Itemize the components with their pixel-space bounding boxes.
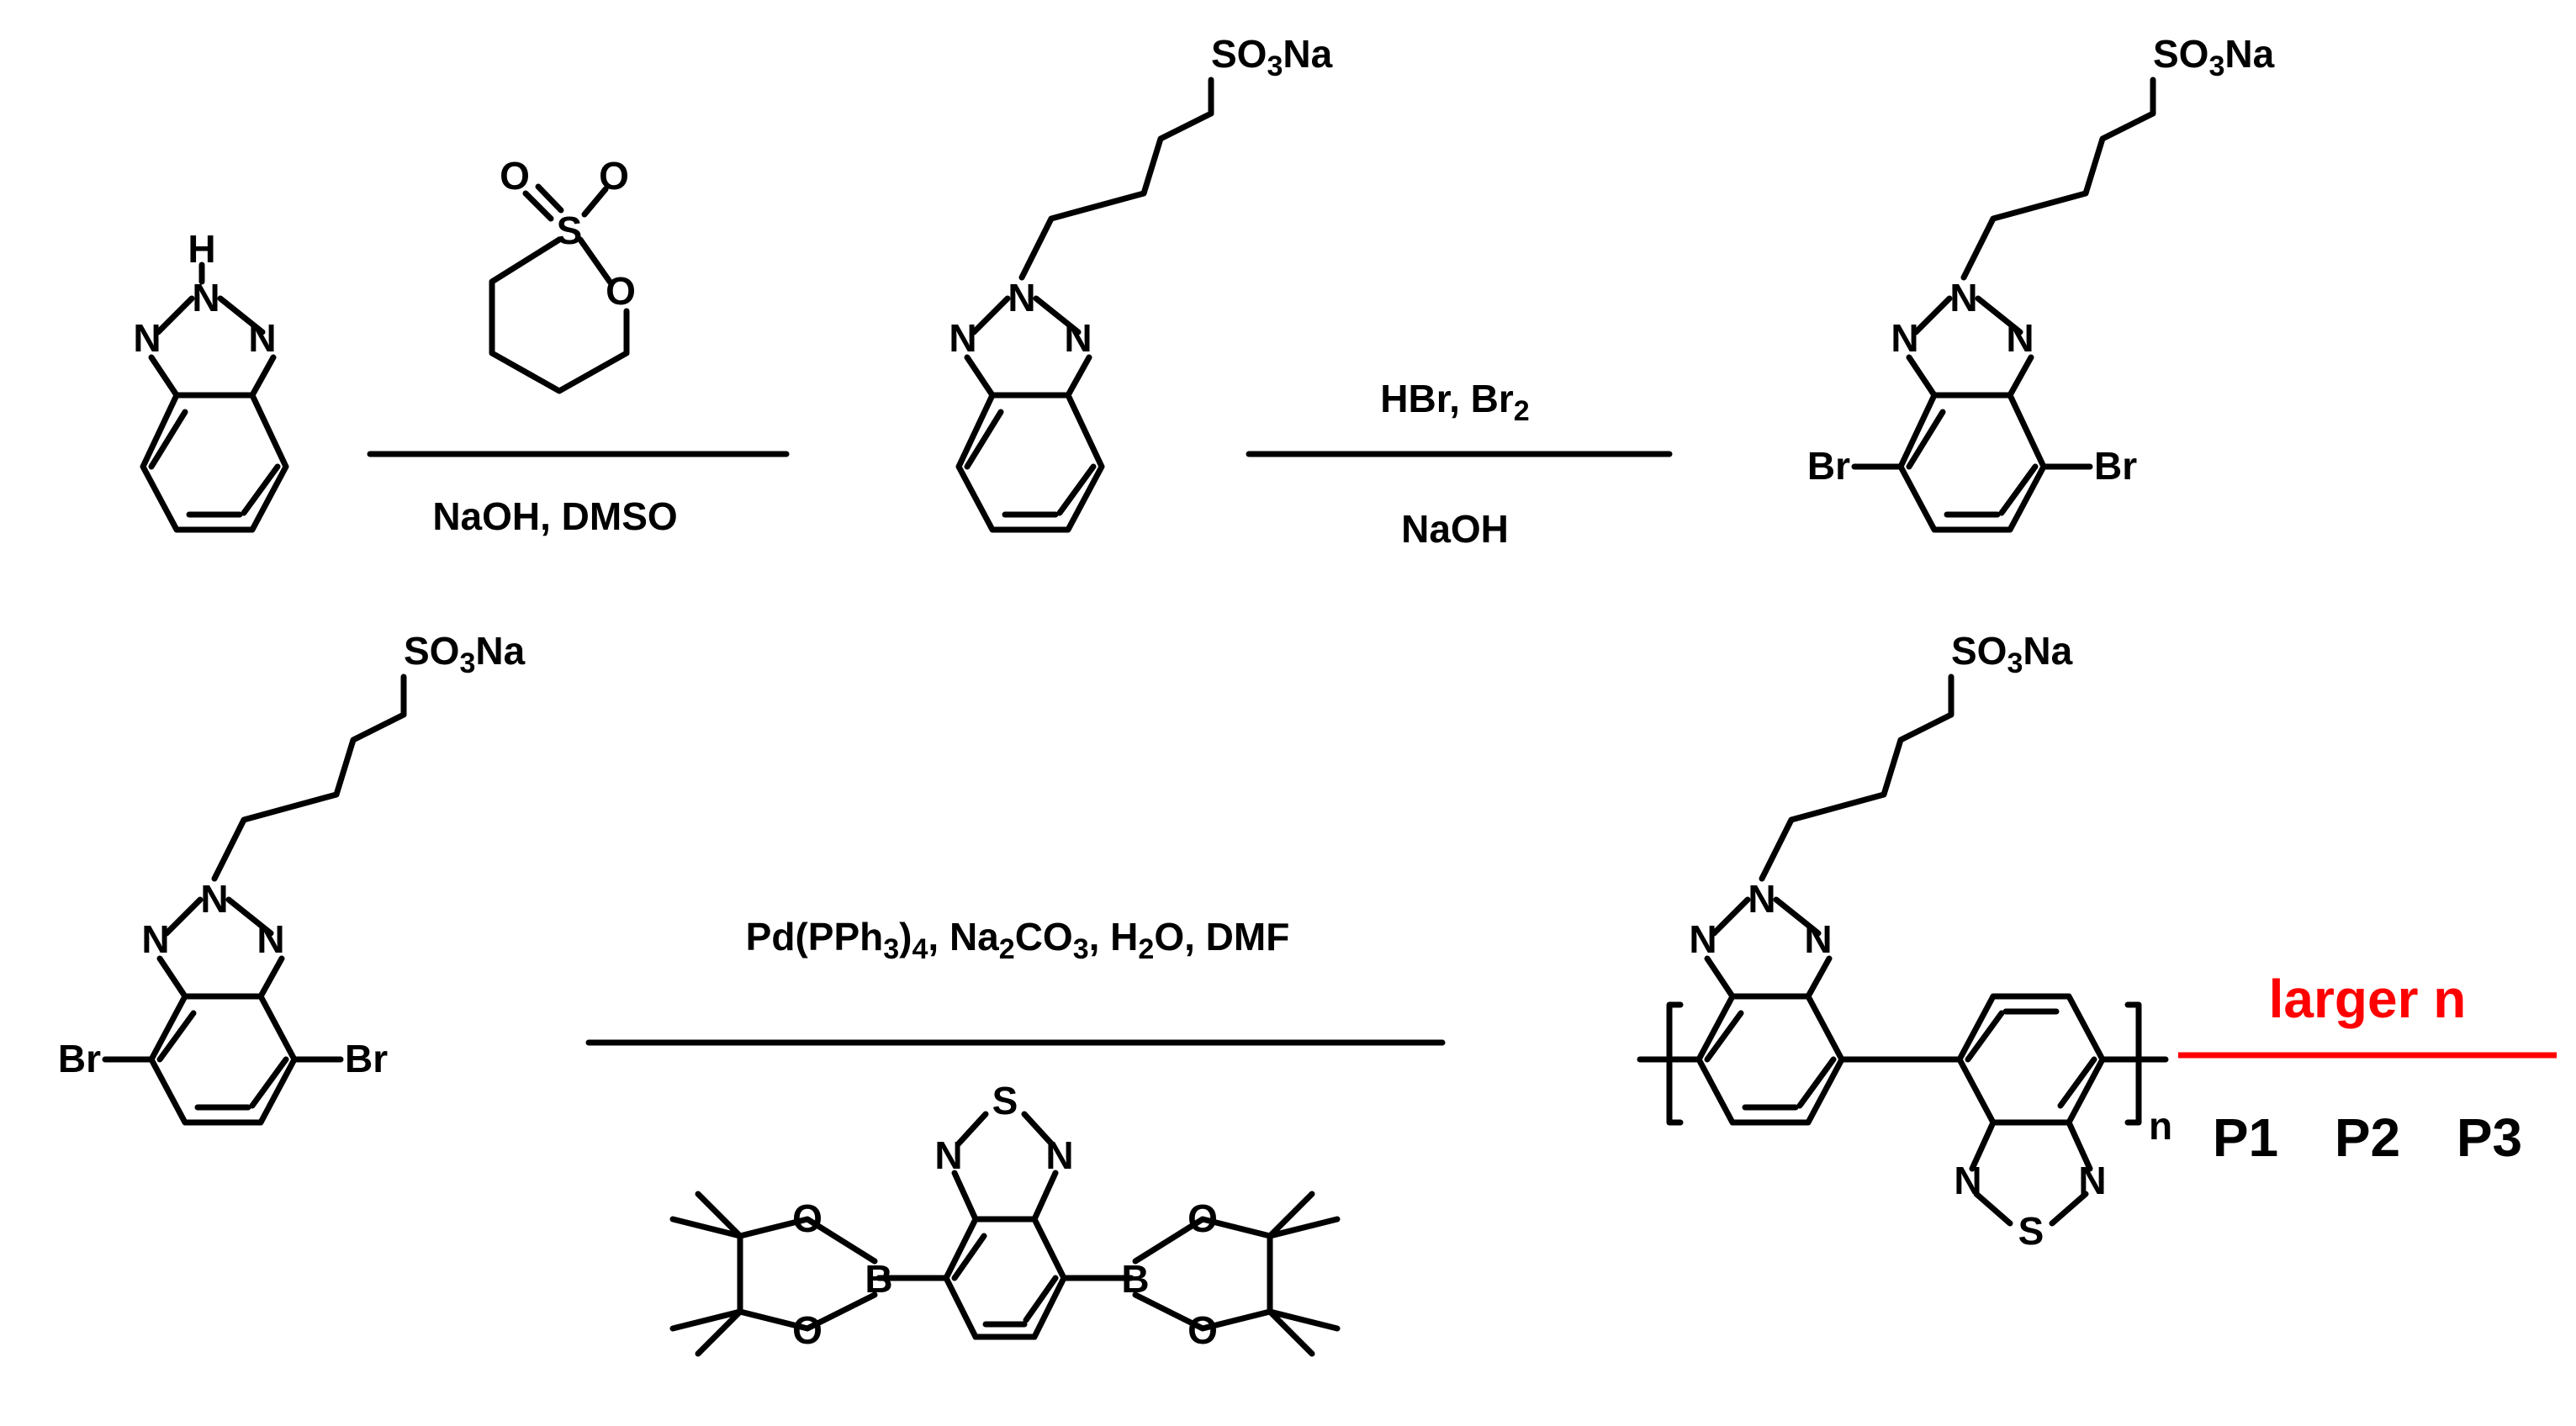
polymer-structure: N N N N N S n SO3Na xyxy=(1637,629,2172,1253)
sulfonate-group: SO3Na xyxy=(2153,32,2275,82)
atom-o: O xyxy=(599,154,629,198)
atom-n: N xyxy=(1949,276,1977,320)
step1-conditions: NaOH, DMSO xyxy=(432,494,677,538)
dibromo-monomer-structure-bottom: N N N Br Br SO3Na xyxy=(58,629,526,1126)
atom-n: N xyxy=(200,877,228,921)
dibromo-monomer-structure-top: N N N Br Br SO3Na xyxy=(1807,32,2275,533)
atom-n: N xyxy=(1954,1159,1981,1202)
atom-n: N xyxy=(1748,877,1775,921)
atom-br: Br xyxy=(2094,444,2137,488)
atom-n: N xyxy=(2078,1159,2106,1202)
atom-h: H xyxy=(188,227,215,271)
atom-s: S xyxy=(557,209,583,252)
butane-sultone-structure: S O O O xyxy=(489,154,636,394)
atom-n: N xyxy=(1064,316,1092,360)
atom-n: N xyxy=(192,276,220,320)
atom-n: N xyxy=(1689,917,1716,961)
product-p2: P2 xyxy=(2335,1107,2400,1168)
step2-conditions-bottom: NaOH xyxy=(1401,507,1509,551)
step3-conditions: Pd(PPh3)4, Na2CO3, H2O, DMF xyxy=(746,915,1290,965)
atom-s: S xyxy=(2018,1209,2044,1253)
atom-o: O xyxy=(606,269,636,313)
atom-b: B xyxy=(1121,1257,1149,1301)
atom-n: N xyxy=(248,316,276,360)
atom-n: N xyxy=(1804,917,1832,961)
atom-n: N xyxy=(934,1133,962,1177)
atom-o: O xyxy=(1187,1196,1218,1240)
repeat-subscript-n: n xyxy=(2149,1104,2172,1148)
product-p3: P3 xyxy=(2457,1107,2522,1168)
atom-n: N xyxy=(141,917,169,961)
atom-n: N xyxy=(1045,1133,1073,1177)
larger-n-label: larger n xyxy=(2269,969,2467,1029)
atom-o: O xyxy=(792,1308,823,1352)
atom-br: Br xyxy=(345,1037,388,1080)
product-p1: P1 xyxy=(2213,1107,2278,1168)
sulfobutyl-benzotriazole-structure: N N N SO3Na xyxy=(949,32,1333,533)
atom-br: Br xyxy=(58,1037,101,1080)
step2-conditions-top: HBr, Br2 xyxy=(1380,377,1529,427)
atom-n: N xyxy=(1008,276,1035,320)
atom-n: N xyxy=(949,316,976,360)
atom-o: O xyxy=(792,1196,823,1240)
sulfonate-group: SO3Na xyxy=(404,629,526,679)
sulfonate-group: SO3Na xyxy=(1951,629,2073,679)
atom-br: Br xyxy=(1807,444,1850,488)
atom-o: O xyxy=(1187,1308,1218,1352)
sulfonate-group: SO3Na xyxy=(1211,32,1333,82)
atom-n: N xyxy=(133,316,161,360)
benzotriazole-structure: H N N N xyxy=(133,227,289,533)
atom-b: B xyxy=(865,1257,892,1301)
atom-n: N xyxy=(1891,316,1918,360)
btd-diboronate-structure: S N N B B O O O O xyxy=(669,1079,1341,1357)
atom-o: O xyxy=(500,154,530,198)
atom-n: N xyxy=(2006,316,2034,360)
atom-s: S xyxy=(992,1079,1018,1122)
atom-n: N xyxy=(257,917,284,961)
